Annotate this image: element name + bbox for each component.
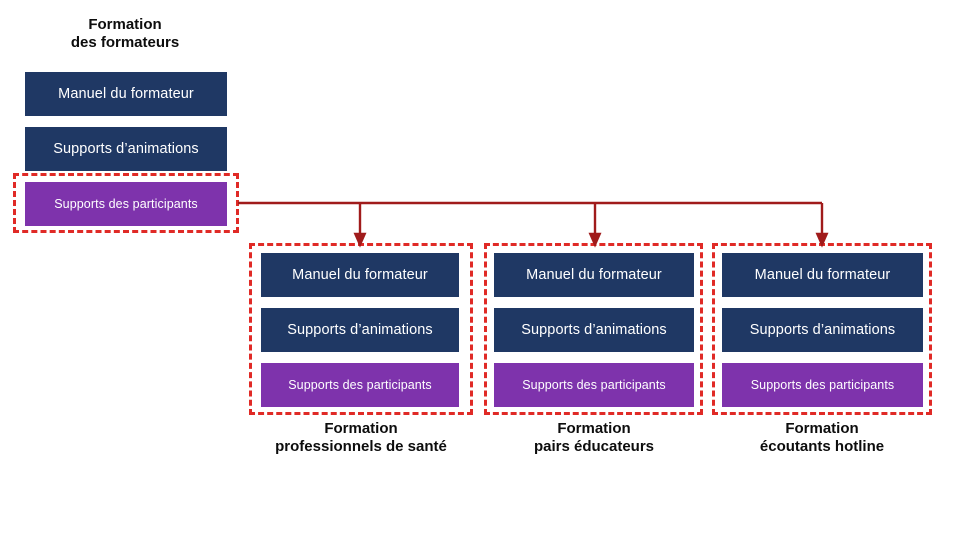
group-3-item-supports-animations[interactable]: Supports d’animations: [722, 308, 923, 352]
target-group-caption-1: Formation professionnels de santé: [275, 420, 447, 456]
group-2-item-supports-participants[interactable]: Supports des participants: [494, 363, 694, 407]
group-1-item-manuel-du-formateur[interactable]: Manuel du formateur: [261, 253, 459, 297]
group-3-item-manuel-du-formateur[interactable]: Manuel du formateur: [722, 253, 923, 297]
target-group-caption-3: Formation écoutants hotline: [759, 420, 885, 456]
source-item-manuel-du-formateur[interactable]: Manuel du formateur: [25, 72, 227, 116]
source-item-supports-participants[interactable]: Supports des participants: [25, 182, 227, 226]
group-2-item-supports-animations[interactable]: Supports d’animations: [494, 308, 694, 352]
group-2-item-manuel-du-formateur[interactable]: Manuel du formateur: [494, 253, 694, 297]
group-1-item-supports-animations[interactable]: Supports d’animations: [261, 308, 459, 352]
group-1-item-supports-participants[interactable]: Supports des participants: [261, 363, 459, 407]
group-3-item-supports-participants[interactable]: Supports des participants: [722, 363, 923, 407]
target-group-caption-2: Formation pairs éducateurs: [533, 420, 655, 456]
source-highlight-frame: [13, 173, 239, 233]
source-group-caption: Formation des formateurs: [70, 16, 180, 52]
source-item-supports-animations[interactable]: Supports d’animations: [25, 127, 227, 171]
